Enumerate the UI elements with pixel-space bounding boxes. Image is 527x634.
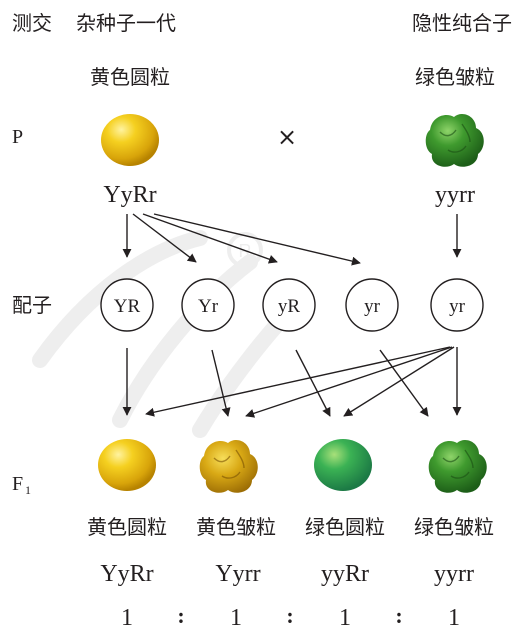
f1-phenotype-3: 绿色圆粒: [305, 515, 385, 539]
hybrid-f1-label: 杂种子一代: [76, 11, 176, 35]
parent-right-genotype: yyrr: [435, 182, 475, 208]
seed-yellow-round-parent: [101, 114, 159, 166]
seed-green-wrinkled-f1: [428, 440, 487, 493]
svg-text:YR: YR: [114, 296, 141, 317]
cross-symbol: ×: [277, 123, 297, 151]
gamete-yr-recessive-right: yr: [430, 278, 484, 332]
gamete-yr-y-dominant: Yr: [181, 278, 235, 332]
testcross-label: 测交: [12, 11, 52, 35]
watermark-logo: R: [32, 230, 308, 438]
f1-genotype-2: Yyrr: [215, 561, 260, 587]
ratio-row: 1 : 1 : 1 : 1: [121, 603, 460, 631]
homozygous-recessive-label: 隐性纯合子: [412, 11, 512, 35]
ratio-separator-3: :: [395, 603, 402, 628]
svg-text:yR: yR: [278, 296, 301, 317]
ratio-separator-2: :: [286, 603, 293, 628]
row-label-gametes: 配子: [12, 293, 52, 317]
parent-left-genotype: YyRr: [103, 182, 156, 208]
gamete-yr-r-dominant: yR: [262, 278, 316, 332]
ratio-value-4: 1: [448, 605, 460, 631]
arrows-parent-to-gametes: [122, 213, 462, 266]
gamete-yr-dominant: YR: [100, 278, 154, 332]
seed-green-wrinkled-parent: [425, 114, 484, 167]
svg-text:1: 1: [25, 483, 31, 497]
ratio-value-2: 1: [230, 605, 242, 631]
arrows-gametes-to-offspring: [122, 346, 462, 418]
f1-genotype-3: yyRr: [321, 561, 369, 587]
seed-yellow-round-f1: [98, 439, 156, 491]
f1-phenotype-1: 黄色圆粒: [87, 515, 167, 539]
seed-yellow-wrinkled-f1: [199, 440, 258, 493]
parent-right-phenotype: 绿色皱粒: [415, 65, 495, 89]
f1-genotype-1: YyRr: [100, 561, 153, 587]
svg-text:yr: yr: [449, 296, 466, 317]
svg-text:Yr: Yr: [198, 296, 219, 317]
ratio-value-3: 1: [339, 605, 351, 631]
svg-text:yr: yr: [364, 296, 381, 317]
f1-phenotype-4: 绿色皱粒: [414, 515, 494, 539]
svg-text:F: F: [12, 473, 23, 495]
f1-phenotype-2: 黄色皱粒: [196, 515, 276, 539]
parent-left-phenotype: 黄色圆粒: [90, 65, 170, 89]
ratio-value-1: 1: [121, 605, 133, 631]
f1-genotype-4: yyrr: [434, 561, 474, 587]
ratio-separator-1: :: [177, 603, 184, 628]
row-label-f1: F 1: [12, 473, 31, 497]
seed-green-round-f1: [314, 439, 372, 491]
row-label-p: P: [12, 126, 23, 148]
gamete-yr-recessive-left: yr: [345, 278, 399, 332]
